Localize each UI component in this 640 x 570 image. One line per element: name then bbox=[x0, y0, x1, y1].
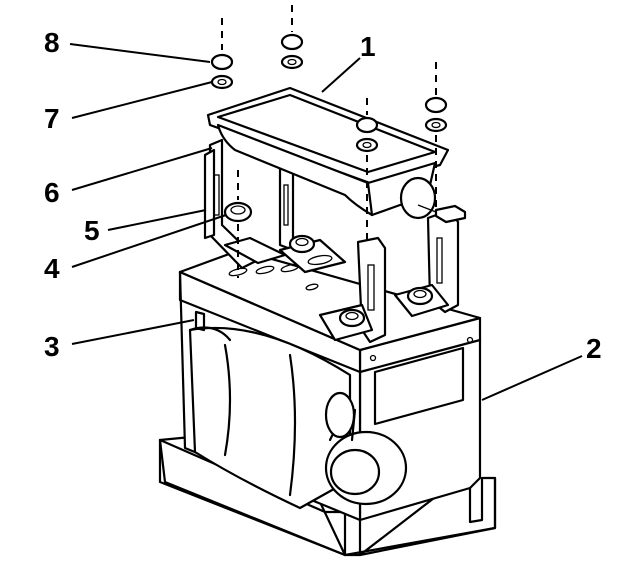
nut-rear bbox=[288, 234, 316, 254]
leader-lines bbox=[69, 43, 583, 401]
cover bbox=[206, 86, 467, 224]
leader-8 bbox=[69, 43, 211, 63]
cover-port bbox=[399, 176, 437, 220]
nut-front bbox=[338, 308, 366, 328]
housing-window bbox=[373, 346, 465, 426]
callout-5: 5 bbox=[84, 215, 100, 246]
cover-rim bbox=[206, 86, 450, 185]
internal-module bbox=[188, 326, 352, 510]
callout-1: 1 bbox=[360, 31, 376, 62]
leader-1 bbox=[321, 57, 361, 93]
callout-6: 6 bbox=[44, 177, 60, 208]
leader-2 bbox=[481, 355, 583, 401]
fastener-stack-1 bbox=[210, 53, 234, 90]
fastener-stack-4 bbox=[424, 96, 448, 133]
leader-3 bbox=[71, 319, 195, 345]
callout-4: 4 bbox=[44, 253, 60, 284]
connector bbox=[434, 204, 467, 224]
fastener-stack-2 bbox=[280, 33, 304, 70]
nut-left bbox=[223, 201, 253, 223]
upper-fasteners bbox=[210, 33, 448, 153]
leader-7 bbox=[71, 81, 213, 119]
clip-3 bbox=[194, 310, 206, 332]
callout-2: 2 bbox=[586, 333, 602, 364]
mounting-nuts bbox=[223, 201, 434, 328]
callout-8: 8 bbox=[44, 27, 60, 58]
nut-right bbox=[406, 286, 434, 306]
leader-5 bbox=[107, 209, 207, 231]
alignment-lines bbox=[221, 5, 437, 278]
leader-6 bbox=[71, 147, 213, 191]
callout-labels: 1 2 3 4 5 6 7 8 bbox=[44, 27, 602, 364]
housing-top-plate bbox=[178, 248, 482, 352]
bracket-rear bbox=[278, 163, 295, 252]
callout-7: 7 bbox=[44, 103, 60, 134]
callout-3: 3 bbox=[44, 331, 60, 362]
inlet-port bbox=[324, 430, 408, 506]
fastener-stack-3 bbox=[355, 116, 379, 153]
leader-4 bbox=[71, 214, 227, 268]
housing bbox=[158, 248, 497, 557]
